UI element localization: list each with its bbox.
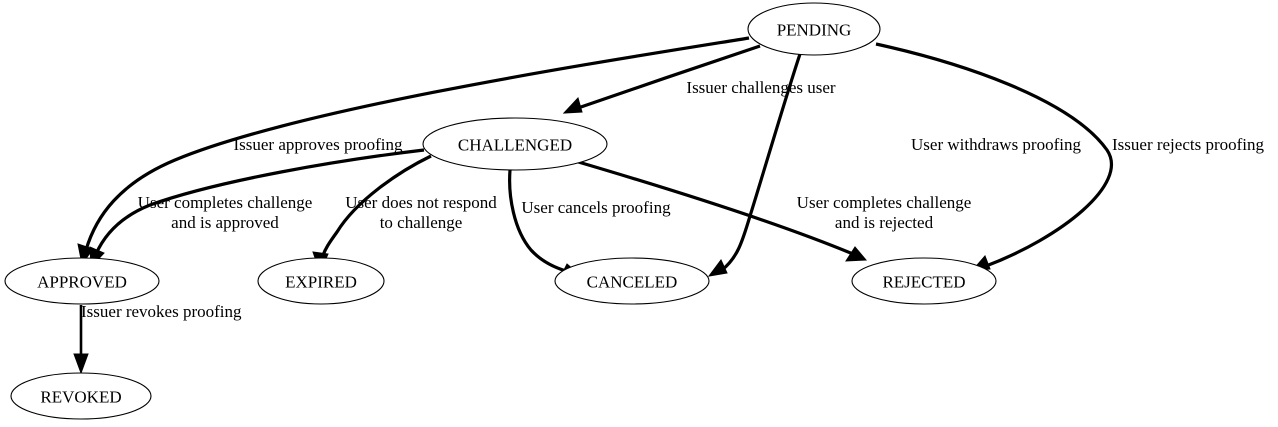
edge-challenged-approved: User completes challenge and is approved <box>89 148 425 269</box>
edge-pending-canceled-label: User withdraws proofing <box>911 135 1081 154</box>
edge-pending-canceled-arrowhead <box>707 259 728 277</box>
node-revoked-ellipse[interactable] <box>10 372 152 420</box>
edge-challenged-approved-label-line2: and is approved <box>171 213 279 232</box>
node-expired[interactable]: EXPIRED <box>257 257 385 305</box>
edge-challenged-expired-label-line1: User does not respond <box>345 193 497 212</box>
edge-challenged-rejected: User completes challenge and is rejected <box>574 159 972 262</box>
edge-pending-approved-path <box>84 36 750 251</box>
node-approved-label: APPROVED <box>37 273 127 292</box>
node-canceled-ellipse[interactable] <box>554 257 710 305</box>
node-challenged[interactable]: CHALLENGED <box>422 117 608 171</box>
edge-challenged-canceled-path <box>508 169 567 273</box>
edge-challenged-rejected-path <box>574 159 854 256</box>
edge-pending-rejected: Issuer rejects proofing <box>875 42 1265 272</box>
edge-pending-rejected-label: Issuer rejects proofing <box>1112 135 1265 154</box>
edge-challenged-approved-label-line1: User completes challenge <box>138 193 313 212</box>
node-challenged-label: CHALLENGED <box>458 136 572 155</box>
edge-pending-challenged: Issuer challenges user <box>562 44 836 114</box>
edge-challenged-approved-path <box>94 148 425 255</box>
edge-pending-challenged-label: Issuer challenges user <box>686 78 836 97</box>
node-canceled-label: CANCELED <box>587 273 678 292</box>
node-expired-ellipse[interactable] <box>257 257 385 305</box>
edge-pending-canceled-path <box>720 53 802 272</box>
edge-pending-approved-label: Issuer approves proofing <box>233 135 403 154</box>
edge-challenged-expired-label-line2: to challenge <box>380 213 463 232</box>
node-pending-label: PENDING <box>777 21 852 40</box>
edge-challenged-rejected-arrowhead <box>845 246 868 262</box>
node-pending-ellipse[interactable] <box>747 2 881 56</box>
node-rejected-label: REJECTED <box>882 273 965 292</box>
edge-challenged-expired-path <box>320 154 432 259</box>
edge-pending-challenged-path <box>577 44 761 110</box>
node-rejected[interactable]: REJECTED <box>851 257 997 305</box>
edge-pending-challenged-arrowhead <box>562 97 583 114</box>
edge-approved-revoked: Issuer revokes proofing <box>73 302 242 375</box>
node-expired-label: EXPIRED <box>285 273 357 292</box>
edge-challenged-canceled-label: User cancels proofing <box>521 198 671 217</box>
edge-pending-rejected-path <box>875 42 1114 268</box>
edge-approved-revoked-label: Issuer revokes proofing <box>81 302 242 321</box>
edge-challenged-rejected-label-line1: User completes challenge <box>797 193 972 212</box>
node-revoked[interactable]: REVOKED <box>10 372 152 420</box>
edge-challenged-expired: User does not respond to challenge <box>312 154 497 274</box>
edge-approved-revoked-arrowhead <box>73 353 89 375</box>
node-approved-ellipse[interactable] <box>4 257 160 305</box>
node-canceled[interactable]: CANCELED <box>554 257 710 305</box>
node-rejected-ellipse[interactable] <box>851 257 997 305</box>
edge-pending-canceled: User withdraws proofing <box>707 53 1081 277</box>
edge-challenged-rejected-label-line2: and is rejected <box>835 213 934 232</box>
node-revoked-label: REVOKED <box>40 388 121 407</box>
node-approved[interactable]: APPROVED <box>4 257 160 305</box>
node-pending[interactable]: PENDING <box>747 2 881 56</box>
node-challenged-ellipse[interactable] <box>422 117 608 171</box>
